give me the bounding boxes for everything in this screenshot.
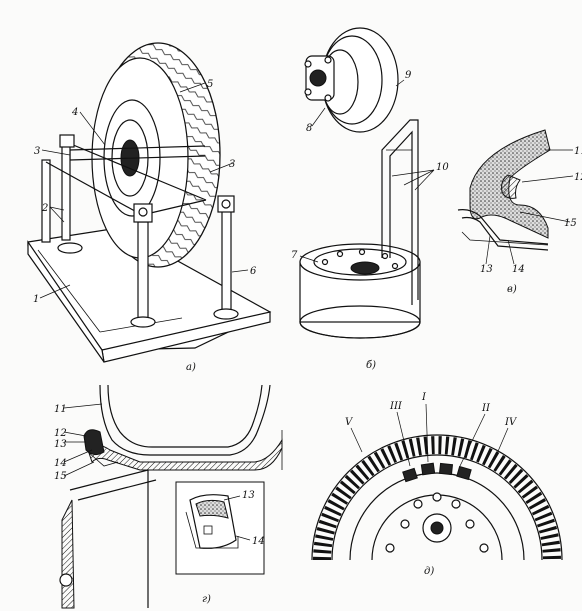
label-v-14: 14 (512, 264, 525, 275)
label-a-1: 1 (33, 294, 39, 305)
label-d-V: V (345, 417, 354, 428)
label-g-15: 15 (54, 471, 67, 482)
label-g-11: 11 (54, 404, 67, 415)
label-a-3-left: 3 (34, 146, 40, 157)
label-a-2: 2 (41, 203, 48, 214)
caption-g: г) (202, 594, 211, 605)
label-g-13: 13 (54, 439, 67, 450)
label-b-8: 8 (306, 123, 312, 134)
panel-a: 1 2 3 4 5 3 6 а) (27, 42, 272, 373)
label-a-3-right: 3 (229, 159, 235, 170)
label-b-9: 9 (405, 70, 412, 81)
caption-d: д) (424, 566, 434, 577)
label-v-15: 15 (564, 218, 577, 229)
panel-g: 11 12 13 14 15 13 14 г) (54, 384, 283, 609)
label-v-13: 13 (480, 264, 493, 275)
caption-v: в) (507, 284, 517, 295)
label-a-4: 4 (71, 107, 78, 118)
label-a-5: 5 (207, 79, 213, 90)
caption-b: б) (366, 360, 376, 371)
label-g-14: 14 (54, 458, 67, 469)
caption-a: а) (186, 362, 196, 373)
label-d-III: III (389, 401, 403, 412)
label-g-12: 12 (54, 428, 67, 439)
label-g-inset-14: 14 (252, 536, 265, 547)
label-v-11: 11 (574, 146, 582, 157)
label-d-IV: IV (504, 417, 518, 428)
panel-d: I II III IV V д) (311, 392, 563, 577)
label-b-10: 10 (436, 162, 449, 173)
panel-b: 7 8 9 10 б) (291, 27, 449, 371)
label-d-II: II (481, 403, 491, 414)
panel-v: 11 12 15 13 14 в) (457, 129, 582, 295)
label-b-7: 7 (291, 250, 298, 261)
label-v-12: 12 (574, 172, 582, 183)
label-a-6: 6 (250, 266, 257, 277)
label-d-I: I (421, 392, 427, 403)
label-g-inset-13: 13 (242, 490, 255, 501)
